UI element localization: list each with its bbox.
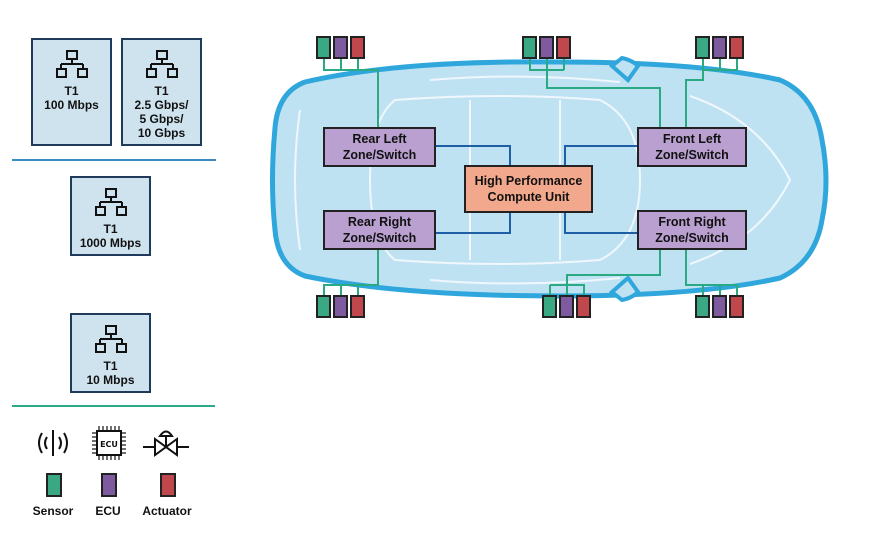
zone-label-line1: Front Right: [658, 215, 726, 229]
sensor-square: [695, 36, 710, 59]
actuator-square: [729, 36, 744, 59]
ethernet-icon: [55, 50, 88, 78]
antenna-icon: [38, 430, 68, 456]
network-label: T1 1000 Mbps: [79, 222, 142, 250]
actuator-square: [556, 36, 571, 59]
ecu-square: [712, 295, 727, 318]
sensor-square: [542, 295, 557, 318]
zone-label-line1: Rear Right: [347, 215, 412, 229]
valve-icon: [143, 430, 189, 457]
zone-label-line1: Front Left: [662, 132, 722, 146]
hpc-label-line1: High Performance: [474, 174, 583, 188]
ecu-square: [712, 36, 727, 59]
hpc-label-line2: Compute Unit: [487, 190, 570, 204]
right-mirror: [608, 275, 641, 303]
zone-label-line1: Rear Left: [352, 132, 407, 146]
rear-right-zone: Rear Right Zone/Switch: [323, 210, 436, 250]
zone-label-line2: Zone/Switch: [342, 148, 417, 162]
sensor-square: [522, 36, 537, 59]
network-label: T1 2.5 Gbps/ 5 Gbps/ 10 Gbps: [134, 84, 189, 140]
actuator-label: Actuator: [142, 504, 192, 518]
network-legend-t1-1000: T1 1000 Mbps: [70, 176, 151, 256]
network-legend-t1-multi: T1 2.5 Gbps/ 5 Gbps/ 10 Gbps: [121, 38, 202, 146]
front-left-zone: Front Left Zone/Switch: [637, 127, 747, 167]
ecu-square: [539, 36, 554, 59]
actuator-square: [729, 295, 744, 318]
rear-left-zone: Rear Left Zone/Switch: [323, 127, 436, 167]
sensor-label: Sensor: [32, 504, 74, 518]
sensor-swatch: [46, 473, 62, 497]
actuator-square: [350, 295, 365, 318]
zone-label-line2: Zone/Switch: [655, 148, 729, 162]
actuator-square: [576, 295, 591, 318]
device-groups: [316, 36, 744, 318]
device-links: [323, 58, 738, 296]
zone-label-line2: Zone/Switch: [342, 231, 417, 245]
front-right-zone: Front Right Zone/Switch: [637, 210, 747, 250]
divider-green: [12, 405, 215, 407]
chip-icon: ECU: [92, 426, 126, 460]
sensor-square: [316, 295, 331, 318]
sensor-square: [316, 36, 331, 59]
divider-blue: [12, 159, 216, 161]
chip-icon-label: ECU: [100, 440, 118, 449]
network-legend-t1-100: T1 100 Mbps: [31, 38, 112, 146]
ethernet-icon: [145, 50, 178, 78]
zone-label-line2: Zone/Switch: [655, 231, 729, 245]
ethernet-icon: [94, 325, 127, 353]
ecu-swatch: [101, 473, 117, 497]
ethernet-icon: [94, 188, 127, 216]
network-legend-t1-10: T1 10 Mbps: [70, 313, 151, 393]
network-label: T1 100 Mbps: [44, 84, 99, 112]
compute-links: [435, 145, 638, 234]
sensor-square: [695, 295, 710, 318]
ecu-label: ECU: [95, 504, 121, 518]
high-performance-compute-unit: High Performance Compute Unit: [464, 165, 593, 213]
left-mirror: [608, 55, 641, 83]
ecu-square: [333, 295, 348, 318]
network-label: T1 10 Mbps: [86, 359, 135, 387]
actuator-square: [350, 36, 365, 59]
actuator-swatch: [160, 473, 176, 497]
ecu-square: [559, 295, 574, 318]
ecu-square: [333, 36, 348, 59]
